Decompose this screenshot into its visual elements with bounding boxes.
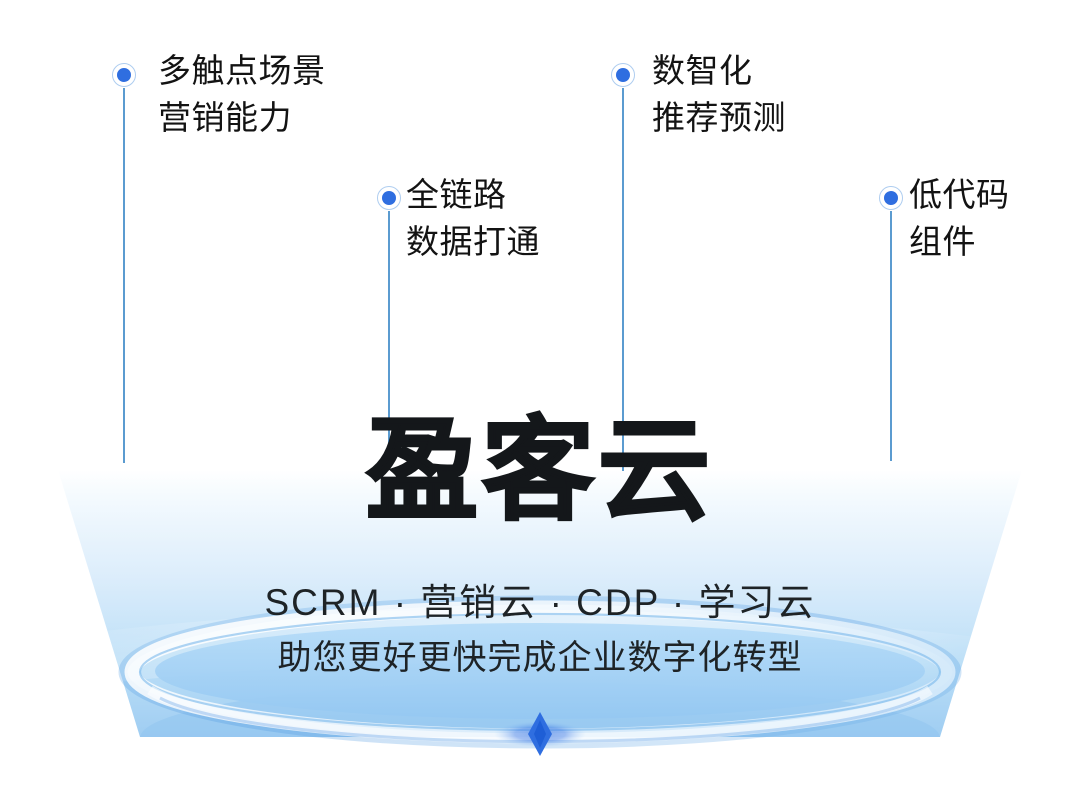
callout-line-2: 营销能力 (158, 98, 292, 136)
connector-line-4 (890, 211, 892, 461)
callout-line-1: 低代码 (909, 176, 1010, 213)
marker-dot-low-code-components[interactable] (879, 186, 903, 210)
callout-intelligent-recommendation: 数智化 推荐预测 (652, 48, 786, 142)
marker-core-icon (117, 68, 131, 82)
tagline-primary: SCRM · 营销云 · CDP · 学习云 (264, 582, 816, 623)
marker-core-icon (884, 191, 898, 205)
brand-title: 盈客云 (365, 408, 714, 533)
connector-line-3 (622, 88, 624, 471)
tagline-secondary: 助您更好更快完成企业数字化转型 (277, 639, 803, 677)
callout-line-2: 数据打通 (406, 222, 540, 260)
connector-line-1 (123, 88, 125, 463)
callout-line-1: 多触点场景 (158, 52, 326, 89)
marker-dot-intelligent-recommendation[interactable] (611, 63, 635, 87)
callout-multi-touchpoint-marketing: 多触点场景 营销能力 (158, 48, 326, 142)
sparkle-diamond (494, 712, 586, 756)
callout-line-1: 数智化 (652, 52, 753, 89)
callout-full-chain-data: 全链路 数据打通 (406, 172, 540, 266)
callout-line-2: 组件 (909, 222, 976, 260)
callout-low-code-components: 低代码 组件 (909, 172, 1010, 266)
callout-line-2: 推荐预测 (652, 98, 786, 136)
connector-line-2 (388, 211, 390, 466)
marker-dot-multi-touchpoint-marketing[interactable] (112, 63, 136, 87)
marker-core-icon (382, 191, 396, 205)
marker-dot-full-chain-data[interactable] (377, 186, 401, 210)
callout-line-1: 全链路 (406, 176, 507, 213)
marker-core-icon (616, 68, 630, 82)
